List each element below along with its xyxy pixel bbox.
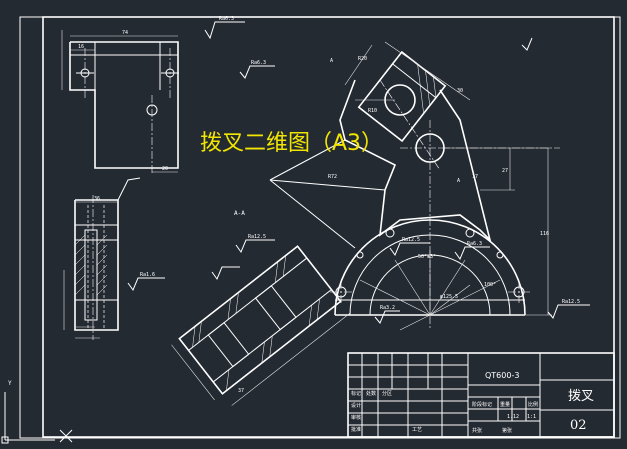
title-block-scale-label: 比例: [528, 401, 538, 408]
section-label: A-A: [234, 210, 245, 217]
title-block-part-name: 拨叉: [568, 389, 594, 404]
roughness-label-2: Ra6.3: [251, 60, 266, 66]
title-block-mark: 标记: [351, 390, 361, 397]
dim-37: 37: [238, 388, 244, 394]
sheet-outer-border: [19, 16, 621, 439]
title-block-drawing-no: 02: [570, 418, 587, 433]
roughness-label-8: Ra3.2: [380, 305, 395, 311]
dim-30: 30: [457, 88, 463, 94]
title-block-design: 设计: [351, 402, 361, 409]
title-block-sheet-no: 第张: [502, 427, 512, 434]
roughness-label-4: Ra1.6: [140, 272, 155, 278]
overlay-title: 拨叉二维图（A3）: [200, 131, 383, 156]
dim-74: 74: [122, 30, 128, 36]
dim-36: 36: [94, 196, 100, 202]
dim-r20: R20: [358, 56, 367, 62]
ucs-axis-label: Y: [8, 380, 12, 387]
roughness-symbols: [127, 21, 590, 324]
roughness-label-3: Ra12.5: [248, 234, 266, 240]
dim-r10: R10: [368, 108, 377, 114]
left-elevation-view: [61, 30, 179, 340]
dim-angle: 50°±3°: [418, 254, 436, 260]
roughness-label-7: Ra12.5: [562, 299, 580, 305]
roughness-label-5: Ra12.5: [402, 237, 420, 243]
title-block-weight: 1.12: [507, 414, 519, 420]
view-marker-mid: A: [457, 178, 460, 184]
ucs-icon: [1, 392, 73, 444]
dim-r72: R72: [328, 174, 337, 180]
title-block-approve: 批准: [351, 426, 361, 433]
title-block-count: 处数: [366, 390, 376, 397]
title-block-stage: 阶段标记: [472, 401, 492, 408]
roughness-label-6: Ra6.3: [467, 241, 482, 247]
title-block-scale: 1:1: [527, 414, 536, 420]
section-a-a-view: [171, 245, 351, 406]
dim-phi: φ125.5: [440, 294, 458, 300]
title-block-review: 审核: [351, 414, 361, 421]
title-block-process: 工艺: [412, 427, 422, 433]
title-block-material: QT600-3: [485, 371, 519, 380]
dim-20: 20: [162, 166, 168, 172]
view-marker-top: A: [330, 58, 333, 64]
title-block-weight-label: 重量: [500, 401, 510, 408]
dim-16: 16: [78, 44, 84, 50]
title-block-total-sheets: 共张: [472, 427, 482, 434]
dim-100: 100°: [484, 282, 496, 288]
main-front-view: [269, 41, 560, 331]
dim-116: 116: [540, 231, 549, 237]
dim-17: 17: [472, 174, 478, 180]
dim-27: 27: [502, 168, 508, 174]
roughness-label-1: Ra6.3: [219, 16, 234, 22]
sheet-inner-border: [42, 16, 615, 438]
title-block-zone: 分区: [382, 390, 392, 397]
title-block: [347, 352, 615, 438]
